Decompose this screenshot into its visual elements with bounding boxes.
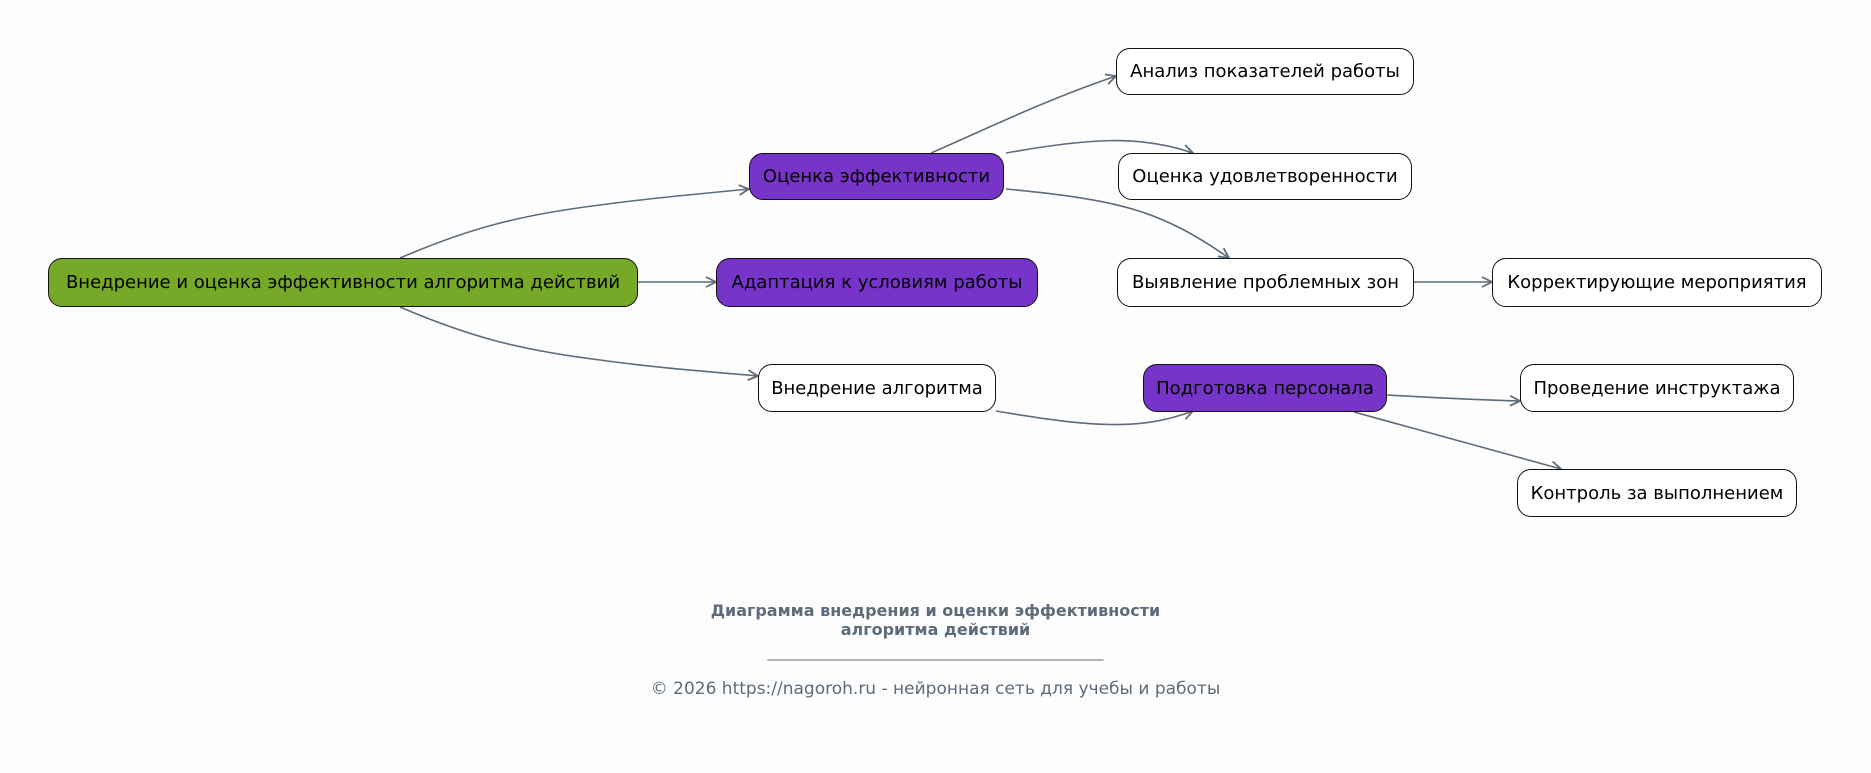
edge-implementation-training <box>995 411 1193 426</box>
node-evaluation: Оценка эффективности <box>749 153 1004 200</box>
node-analysis: Анализ показателей работы <box>1116 48 1414 95</box>
title-line-2: алгоритма действий <box>840 620 1031 639</box>
node-implementation: Внедрение алгоритма <box>758 364 996 412</box>
edge-evaluation-problems <box>1005 188 1229 258</box>
node-control: Контроль за выполнением <box>1517 469 1797 517</box>
node-briefing: Проведение инструктажа <box>1520 364 1794 412</box>
footer-divider: ________________________________________… <box>767 645 1104 661</box>
node-problems: Выявление проблемных зон <box>1117 258 1414 307</box>
edge-evaluation-satisfaction <box>1005 139 1193 153</box>
node-root: Внедрение и оценка эффективности алгорит… <box>48 258 638 307</box>
edge-training-control <box>1353 411 1561 469</box>
node-corrective: Корректирующие мероприятия <box>1492 258 1822 307</box>
node-adaptation: Адаптация к условиям работы <box>716 258 1038 307</box>
edge-root-implementation <box>399 306 758 376</box>
edge-training-briefing <box>1386 394 1520 401</box>
copyright-text: © 2026 https://nagoroh.ru - нейронная се… <box>650 679 1221 699</box>
node-satisfaction: Оценка удовлетворенности <box>1118 153 1412 200</box>
edge-evaluation-analysis <box>930 76 1116 154</box>
node-training: Подготовка персонала <box>1143 364 1387 412</box>
edge-root-evaluation <box>399 189 749 259</box>
diagram-title: Диаграмма внедрения и оценки эффективнос… <box>0 601 1871 639</box>
title-line-1: Диаграмма внедрения и оценки эффективнос… <box>710 601 1161 620</box>
